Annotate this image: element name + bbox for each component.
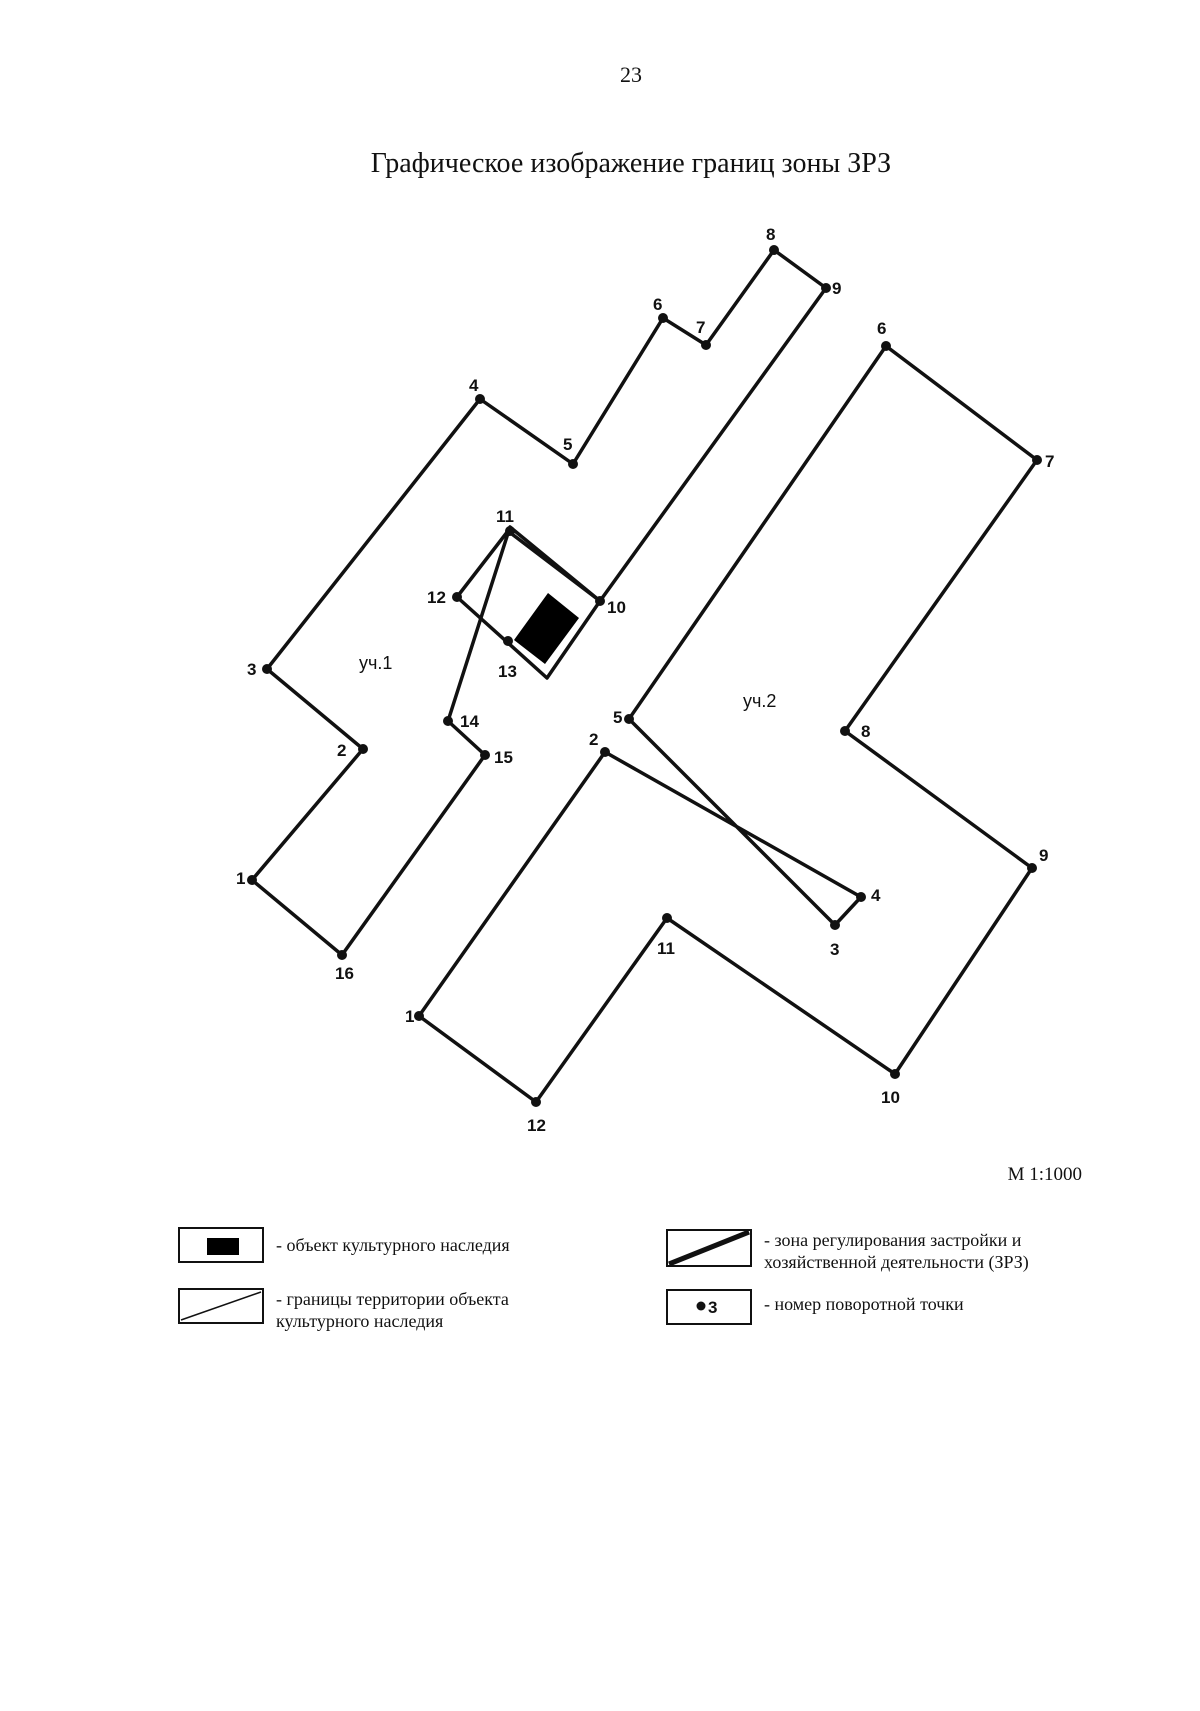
zone2-point-6 bbox=[881, 341, 891, 351]
zone1-point-11 bbox=[505, 526, 515, 536]
zone2-point-9 bbox=[1027, 863, 1037, 873]
zone1-boundary bbox=[250, 248, 828, 957]
legend-zrz-zone: - зона регулирования застройки и хозяйст… bbox=[764, 1230, 1029, 1272]
zone2-point-label: 11 bbox=[657, 939, 675, 958]
zone2-point-label: 2 bbox=[589, 730, 598, 749]
zone1-point-label: 4 bbox=[469, 376, 479, 395]
zone1-point-label: 16 bbox=[335, 964, 354, 983]
zone2-point-label: 7 bbox=[1045, 452, 1054, 471]
zone1-label: уч.1 bbox=[359, 653, 392, 673]
zone1-point-7 bbox=[701, 340, 711, 350]
zone2-point-label: 9 bbox=[1039, 846, 1048, 865]
zone2-point-label: 12 bbox=[527, 1116, 546, 1135]
zone2-point-7 bbox=[1032, 455, 1042, 465]
zone1-point-label: 2 bbox=[337, 741, 346, 760]
zone2-point-label: 6 bbox=[877, 319, 886, 338]
page-number: 23 bbox=[620, 62, 642, 87]
zone2-point-5 bbox=[624, 714, 634, 724]
zone2-point-2 bbox=[600, 747, 610, 757]
zone2-point-label: 3 bbox=[830, 940, 839, 959]
zone1-point-12 bbox=[452, 592, 462, 602]
zone1-point-15 bbox=[480, 750, 490, 760]
zone1-point-label: 13 bbox=[498, 662, 517, 681]
legend-turning-point: - номер поворотной точки bbox=[764, 1294, 964, 1314]
zone2-boundary bbox=[417, 344, 1039, 1104]
zone1-point-5 bbox=[568, 459, 578, 469]
zone1-point-10 bbox=[595, 596, 605, 606]
zone1-point-16 bbox=[337, 950, 347, 960]
scale-label: М 1:1000 bbox=[1007, 1164, 1082, 1185]
zone1-point-6 bbox=[658, 313, 668, 323]
zone2-point-4 bbox=[856, 892, 866, 902]
zone1-point-label: 12 bbox=[427, 588, 446, 607]
zone1-point-14 bbox=[443, 716, 453, 726]
zone1-point-label: 9 bbox=[832, 279, 841, 298]
zone1-point-label: 11 bbox=[496, 507, 514, 526]
zone1-point-13 bbox=[503, 636, 513, 646]
zone1-point-label: 15 bbox=[494, 748, 513, 767]
zone2-point-label: 8 bbox=[861, 722, 870, 741]
legend-heritage-territory: - границы территории объекта культурного… bbox=[276, 1289, 509, 1331]
zone1-point-9 bbox=[821, 283, 831, 293]
zone2-point-10 bbox=[890, 1069, 900, 1079]
zone1-point-label: 6 bbox=[653, 295, 662, 314]
zone2-point-label: 5 bbox=[613, 708, 622, 727]
heritage-object bbox=[514, 593, 579, 664]
zone1-point-8 bbox=[769, 245, 779, 255]
zone1-point-label: 3 bbox=[247, 660, 256, 679]
zone2-point-8 bbox=[840, 726, 850, 736]
zone1-point-4 bbox=[475, 394, 485, 404]
zone2-point-11 bbox=[662, 913, 672, 923]
zone2-point-label: 1 bbox=[405, 1007, 414, 1026]
zone1-point-1 bbox=[247, 875, 257, 885]
zone1-point-label: 14 bbox=[460, 712, 479, 731]
zone1-point-label: 8 bbox=[766, 225, 775, 244]
zone2-point-label: 10 bbox=[881, 1088, 900, 1107]
zone1-point-label: 5 bbox=[563, 435, 572, 454]
legend-heritage-object: - объект культурного наследия bbox=[276, 1235, 510, 1255]
heritage-territory-boundary bbox=[455, 529, 602, 680]
page-title: Графическое изображение границ зоны ЗРЗ bbox=[370, 148, 892, 179]
legend-symbols bbox=[178, 1227, 752, 1325]
zone1-point-label: 10 bbox=[607, 598, 626, 617]
zone2-label: уч.2 bbox=[743, 691, 776, 711]
zone1-point-3 bbox=[262, 664, 272, 674]
zone2-point-label: 4 bbox=[871, 886, 881, 905]
zone1-point-2 bbox=[358, 744, 368, 754]
zone1-point-label: 7 bbox=[696, 318, 705, 337]
zone2-point-1 bbox=[414, 1011, 424, 1021]
legend-point-sample: 3 bbox=[708, 1298, 717, 1317]
zone1-point-label: 1 bbox=[236, 869, 245, 888]
zone2-point-12 bbox=[531, 1097, 541, 1107]
zone2-point-3 bbox=[830, 920, 840, 930]
